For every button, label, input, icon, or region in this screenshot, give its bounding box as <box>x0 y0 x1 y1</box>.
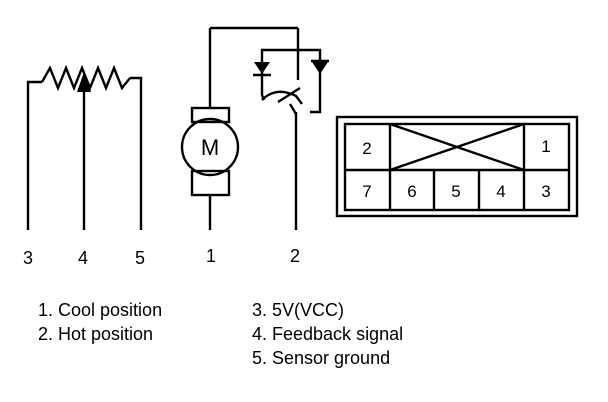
terminal-label-5: 5 <box>135 248 145 268</box>
connector-outer <box>335 115 579 218</box>
potentiometer-left-lead <box>26 80 42 230</box>
diode-frame-right <box>298 48 322 114</box>
connector-pin-6: 6 <box>407 182 416 201</box>
connector-blank-cross-b <box>389 122 525 172</box>
switch-arm <box>277 86 301 104</box>
connector-pin-2: 2 <box>362 139 371 158</box>
legend-item-sensor-ground: 5. Sensor ground <box>252 348 391 368</box>
limit-switch-assembly <box>253 48 329 230</box>
terminal-label-3: 3 <box>23 248 33 268</box>
legend-left: 1. Cool position 2. Hot position <box>38 298 162 346</box>
connector <box>335 115 579 218</box>
connector-pin-7: 7 <box>362 182 371 201</box>
potentiometer-wiper-arrow <box>77 72 91 92</box>
potentiometer-right-lead <box>130 76 143 230</box>
motor <box>180 26 300 230</box>
connector-pin-3: 3 <box>541 182 550 201</box>
legend-item-hot-position: 2. Hot position <box>38 324 154 344</box>
diode-left <box>254 62 270 74</box>
connector-pin-1: 1 <box>541 137 550 156</box>
connector-inner <box>343 122 571 212</box>
legend-item-cool-position: 1. Cool position <box>38 300 163 320</box>
motor-body-top <box>190 106 231 124</box>
legend-item-vcc: 3. 5V(VCC) <box>252 300 345 320</box>
legend-right: 3. 5V(VCC) 4. Feedback signal 5. Sensor … <box>252 298 403 370</box>
switch-lead-join <box>288 103 298 115</box>
motor-symbol: M <box>201 135 219 160</box>
connector-pin-5: 5 <box>451 182 460 201</box>
switch-contact <box>261 90 303 105</box>
terminal-label-4: 4 <box>78 248 88 268</box>
terminal-label-1: 1 <box>206 246 216 266</box>
diode-right <box>312 62 328 74</box>
terminal-label-2: 2 <box>290 246 300 266</box>
connector-pin-4: 4 <box>496 182 505 201</box>
motor-circle <box>180 117 240 177</box>
potentiometer <box>26 64 143 230</box>
legend-item-feedback-signal: 4. Feedback signal <box>252 324 404 344</box>
